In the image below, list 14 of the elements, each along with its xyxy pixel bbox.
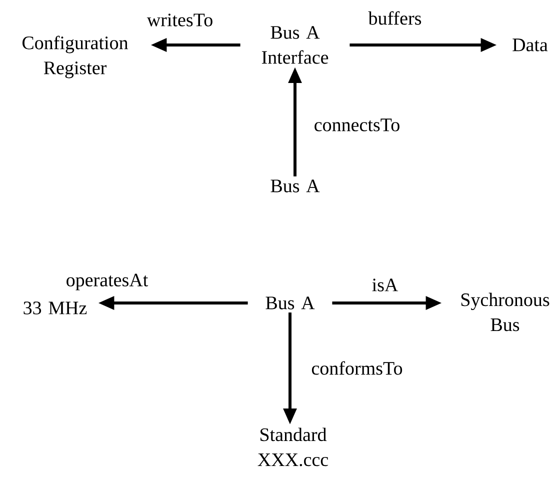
concept-label: Bus A: [270, 180, 320, 192]
concept-label: Bus A Interface: [262, 26, 328, 64]
edge-label: isA: [370, 278, 400, 292]
concept-label: Bus A: [266, 296, 315, 310]
concept-label: Data: [512, 38, 548, 52]
edge-label: writesTo: [146, 12, 214, 28]
concept-label: Configuration Register: [22, 36, 128, 78]
concept-label: 33 MHz: [24, 302, 87, 314]
edge-label: buffers: [367, 10, 423, 26]
edge-label: conformsTo: [310, 360, 404, 376]
edge-label: operatesAt: [64, 272, 150, 292]
edge-label: connectsTo: [312, 118, 402, 132]
concept-label: Standard XXX.ccc: [258, 428, 328, 466]
concept-label: Sychronous Bus: [461, 292, 550, 332]
